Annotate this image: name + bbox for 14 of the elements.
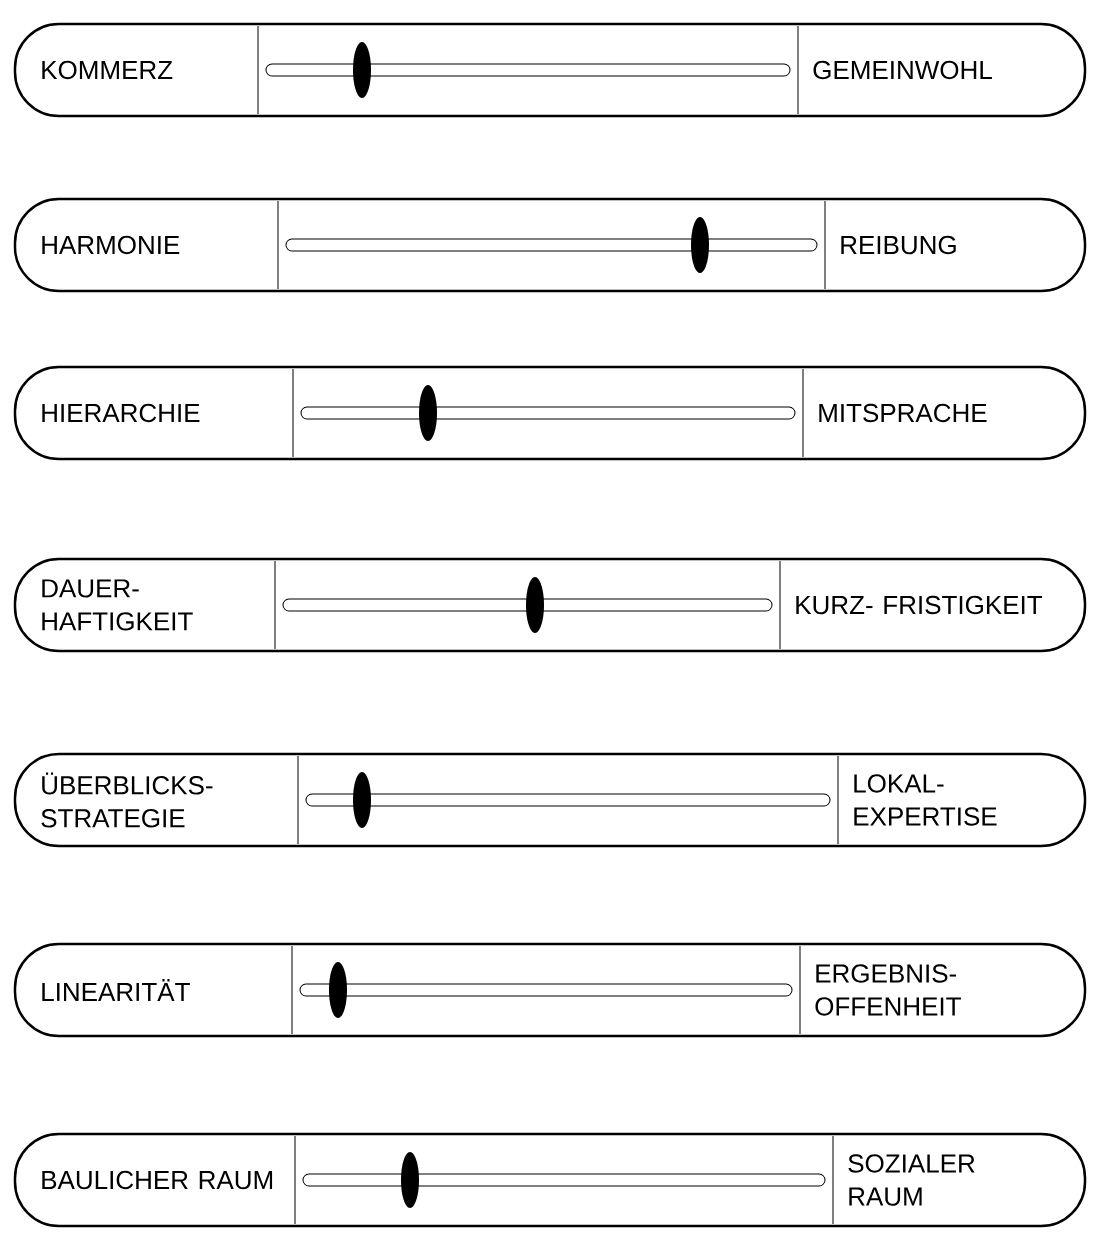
pole-label: LINEARITÄT — [42, 979, 190, 1001]
pole-label: REIBUNG — [841, 235, 956, 255]
pole-label: DAUER- HAFTIGKEIT — [42, 579, 193, 631]
pole-label: ERGEBNIS- OFFENHEIT — [815, 964, 961, 1016]
pole-label: KOMMERZ — [42, 60, 173, 80]
pole-label: GEMEINWOHL — [813, 60, 992, 80]
pole-label: LOKAL- EXPERTISE — [854, 774, 997, 826]
pole-label: KURZ- FRISTIGKEIT — [796, 595, 1043, 615]
pole-label: ÜBERBLICKS- STRATEGIE — [41, 772, 213, 828]
pole-label: MITSPRACHE — [819, 403, 987, 423]
pole-label: SOZIALER RAUM — [848, 1154, 975, 1206]
pole-label: HARMONIE — [42, 235, 180, 255]
pole-label: BAULICHER RAUM — [42, 1170, 273, 1190]
pole-label: HIERARCHIE — [42, 403, 200, 423]
